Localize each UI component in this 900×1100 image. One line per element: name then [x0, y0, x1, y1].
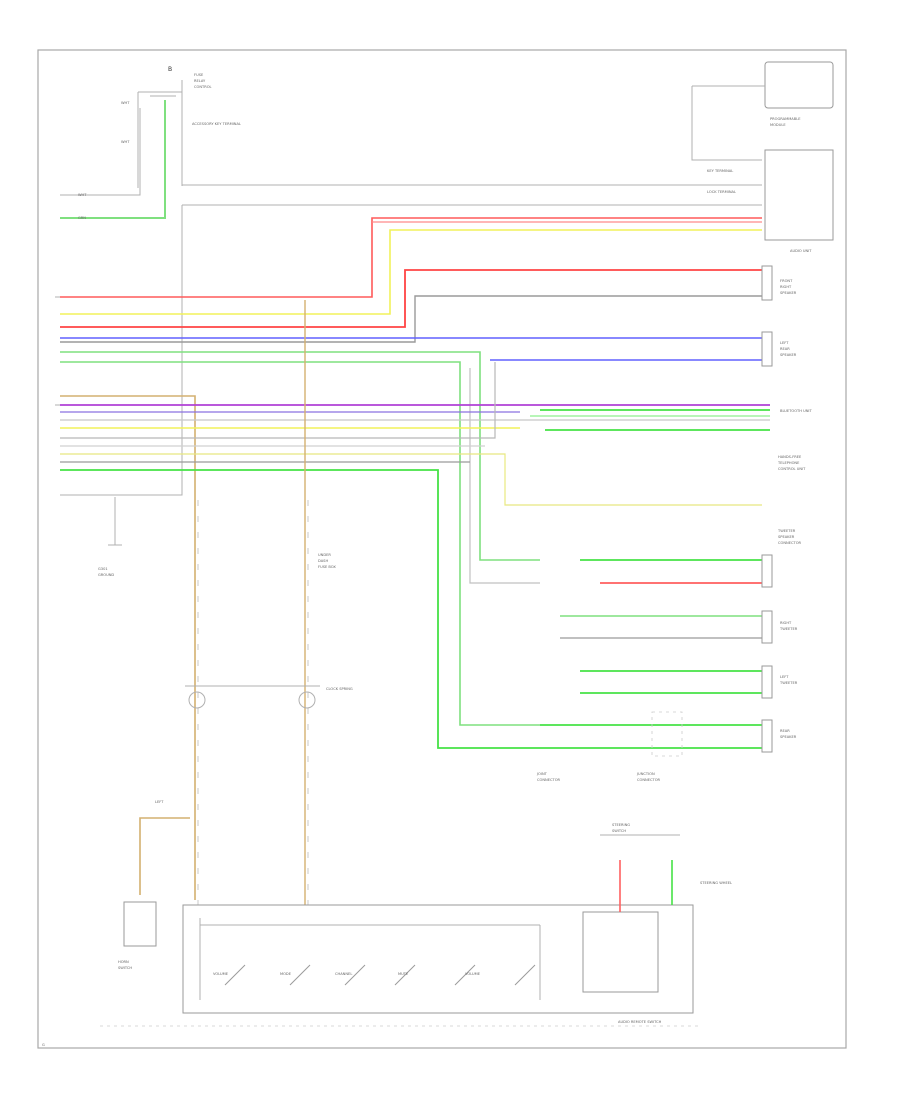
ground-left-1: G301	[98, 567, 108, 571]
audio-remote-label: AUDIO REMOTE SWITCH	[618, 1020, 662, 1024]
tweeter-group-2: SPEAKER	[778, 535, 795, 539]
switch-label-2: MODE	[280, 972, 292, 976]
switch-label-1: VOLUME	[213, 972, 229, 976]
prog-module-label-1: PROGRAMMABLE	[770, 117, 801, 121]
prog-module-label-2: MODULE	[770, 123, 786, 127]
switch-label-3: CHANNEL	[335, 972, 352, 976]
connector-a-2: CONNECTOR	[537, 778, 561, 782]
clock-spring-right	[298, 691, 316, 709]
steering-wheel-note: STEERING WHEEL	[700, 881, 732, 885]
connector-b-1: JUNCTION	[636, 772, 655, 776]
programmable-module-box	[764, 61, 834, 109]
ground-left-2: GROUND	[98, 573, 114, 577]
lock-terminal-label: LOCK TERMINAL	[707, 190, 736, 194]
connector-b-2: CONNECTOR	[637, 778, 661, 782]
steering-switch-2: SWITCH	[612, 829, 626, 833]
fuse-label-3: CONTROL	[194, 85, 212, 89]
bt-label-1: HANDS-FREE	[778, 455, 802, 459]
diagram-frame	[37, 49, 847, 1049]
under-dash-3: FUSE BOX	[318, 565, 336, 569]
fuse-label-1: FUSE	[194, 73, 204, 77]
left-connector-pins	[55, 296, 60, 406]
front-right-speaker	[761, 265, 773, 301]
under-dash-1: UNDER	[318, 553, 331, 557]
horn-switch-1: HORN	[118, 960, 129, 964]
fuse-label-2: RELAY	[194, 79, 206, 83]
audio-unit-label: AUDIO UNIT	[790, 249, 812, 253]
rt-label-2: TWEETER	[779, 627, 798, 631]
bottom-left-label: LEFT	[155, 800, 164, 804]
key-terminal-label: KEY TERMINAL	[707, 169, 733, 173]
frs-label-3: SPEAKER	[780, 291, 797, 295]
tweeter-speaker	[761, 554, 773, 588]
steering-switch-block	[182, 904, 694, 1014]
frs-label-2: RIGHT	[780, 285, 792, 289]
bt-label-2: TELEPHONE	[777, 461, 800, 465]
under-dash-2: DASH	[318, 559, 328, 563]
rs-label-2: SPEAKER	[780, 735, 797, 739]
switch-label-4: MUTE	[398, 972, 409, 976]
horn-switch-box	[123, 901, 157, 947]
clock-spring-left	[188, 691, 206, 709]
lrs-label-3: SPEAKER	[780, 353, 797, 357]
right-tweeter	[761, 610, 773, 644]
bottom-ground-label: G	[42, 1043, 45, 1047]
left-grn-label: GRN	[78, 216, 86, 220]
audio-unit-box	[764, 149, 834, 241]
switch-row: VOLUME MODE CHANNEL MUTE VOLUME	[213, 964, 536, 986]
fuse-relay-block: FUSE RELAY CONTROL ACCESSORY KEY TERMINA…	[121, 73, 241, 188]
lrs-label-1: LEFT	[780, 341, 789, 345]
switch-label-5: VOLUME	[465, 972, 481, 976]
lrs-label-2: REAR	[780, 347, 790, 351]
lt-label-2: TWEETER	[779, 681, 798, 685]
wire-label-tl2: WHT	[121, 140, 130, 144]
bt-pin-1: BLUETOOTH UNIT	[780, 409, 812, 413]
connector-a-1: JOINT	[536, 772, 548, 776]
wire-label-tl1: WHT	[121, 101, 130, 105]
lt-label-1: LEFT	[780, 675, 789, 679]
fuse-note: ACCESSORY KEY TERMINAL	[192, 122, 241, 126]
clock-spring-label: CLOCK SPRING	[326, 687, 353, 691]
bt-label-3: CONTROL UNIT	[778, 467, 806, 471]
left-tweeter	[761, 665, 773, 699]
horn-switch-2: SWITCH	[118, 966, 132, 970]
rs-label-1: REAR	[780, 729, 790, 733]
rear-speaker	[761, 719, 773, 753]
tweeter-group-1: TWEETER	[777, 529, 796, 533]
steering-switch-right	[582, 911, 659, 993]
top-marker: B	[168, 66, 172, 73]
left-rear-speaker	[761, 331, 773, 367]
left-wht-label: WHT	[78, 193, 87, 197]
steering-switch-1: STEERING	[612, 823, 630, 827]
frs-label-1: FRONT	[780, 279, 793, 283]
tweeter-group-3: CONNECTOR	[778, 541, 802, 545]
rt-label-1: RIGHT	[780, 621, 792, 625]
